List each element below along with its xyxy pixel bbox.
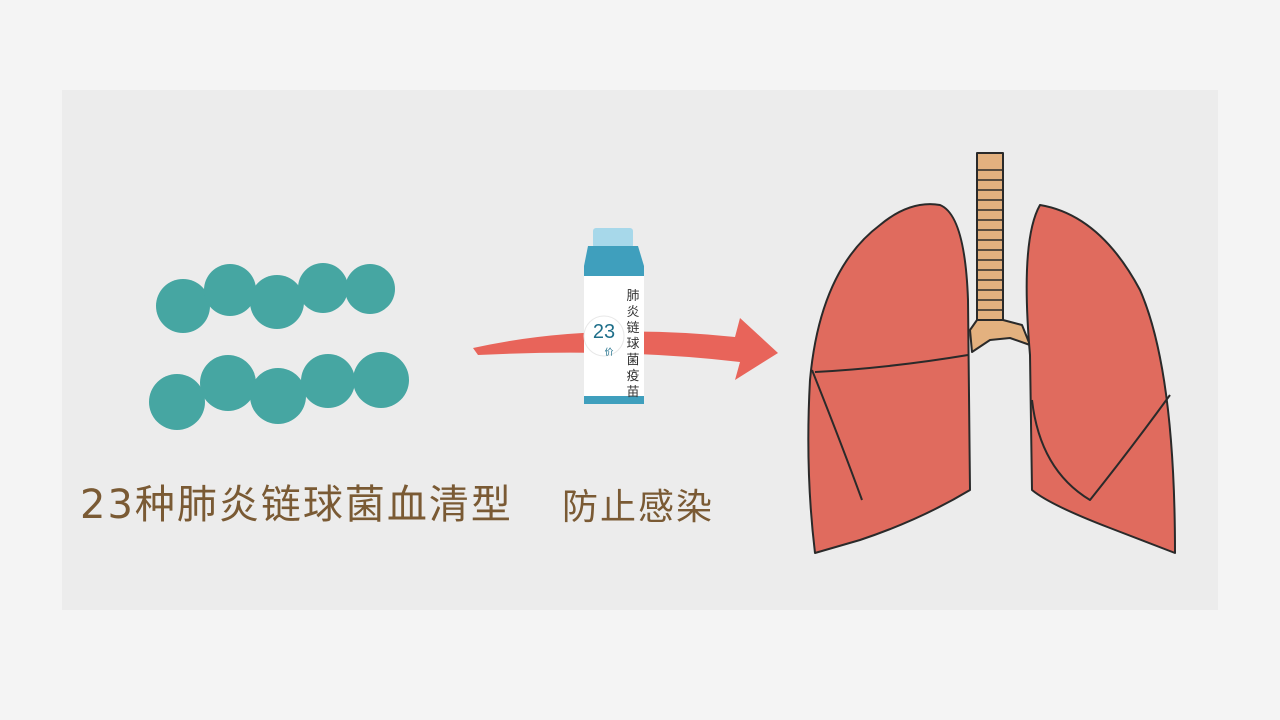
- vial-label-char: 苗: [626, 385, 639, 400]
- vaccine-vial: 23 价 肺 炎 链 球 菌 疫 苗: [583, 228, 644, 404]
- vial-label-char: 链: [626, 321, 639, 336]
- lungs-illustration: [807, 152, 1176, 554]
- trachea: [976, 152, 1004, 326]
- vial-valence-unit: 价: [604, 347, 613, 358]
- vial-label-char: 疫: [626, 368, 639, 384]
- caption-serotypes: 23种肺炎链球菌血清型: [80, 482, 513, 528]
- vial-label-char: 球: [626, 337, 639, 352]
- bacteria-chain-bottom: [149, 352, 409, 430]
- left-lung: [807, 203, 971, 554]
- bacteria-chain-top: [156, 263, 395, 333]
- bronchi: [969, 319, 1031, 353]
- vial-vertical-label: 肺 炎 链 球 菌 疫 苗: [626, 289, 639, 400]
- vial-label-char: 肺: [626, 289, 639, 304]
- right-lung: [1025, 204, 1176, 554]
- caption-prevent-infection: 防止感染: [562, 487, 715, 528]
- vial-label-char: 菌: [626, 353, 639, 368]
- vial-valence-number: 23: [593, 321, 615, 343]
- vial-label-char: 炎: [626, 305, 639, 320]
